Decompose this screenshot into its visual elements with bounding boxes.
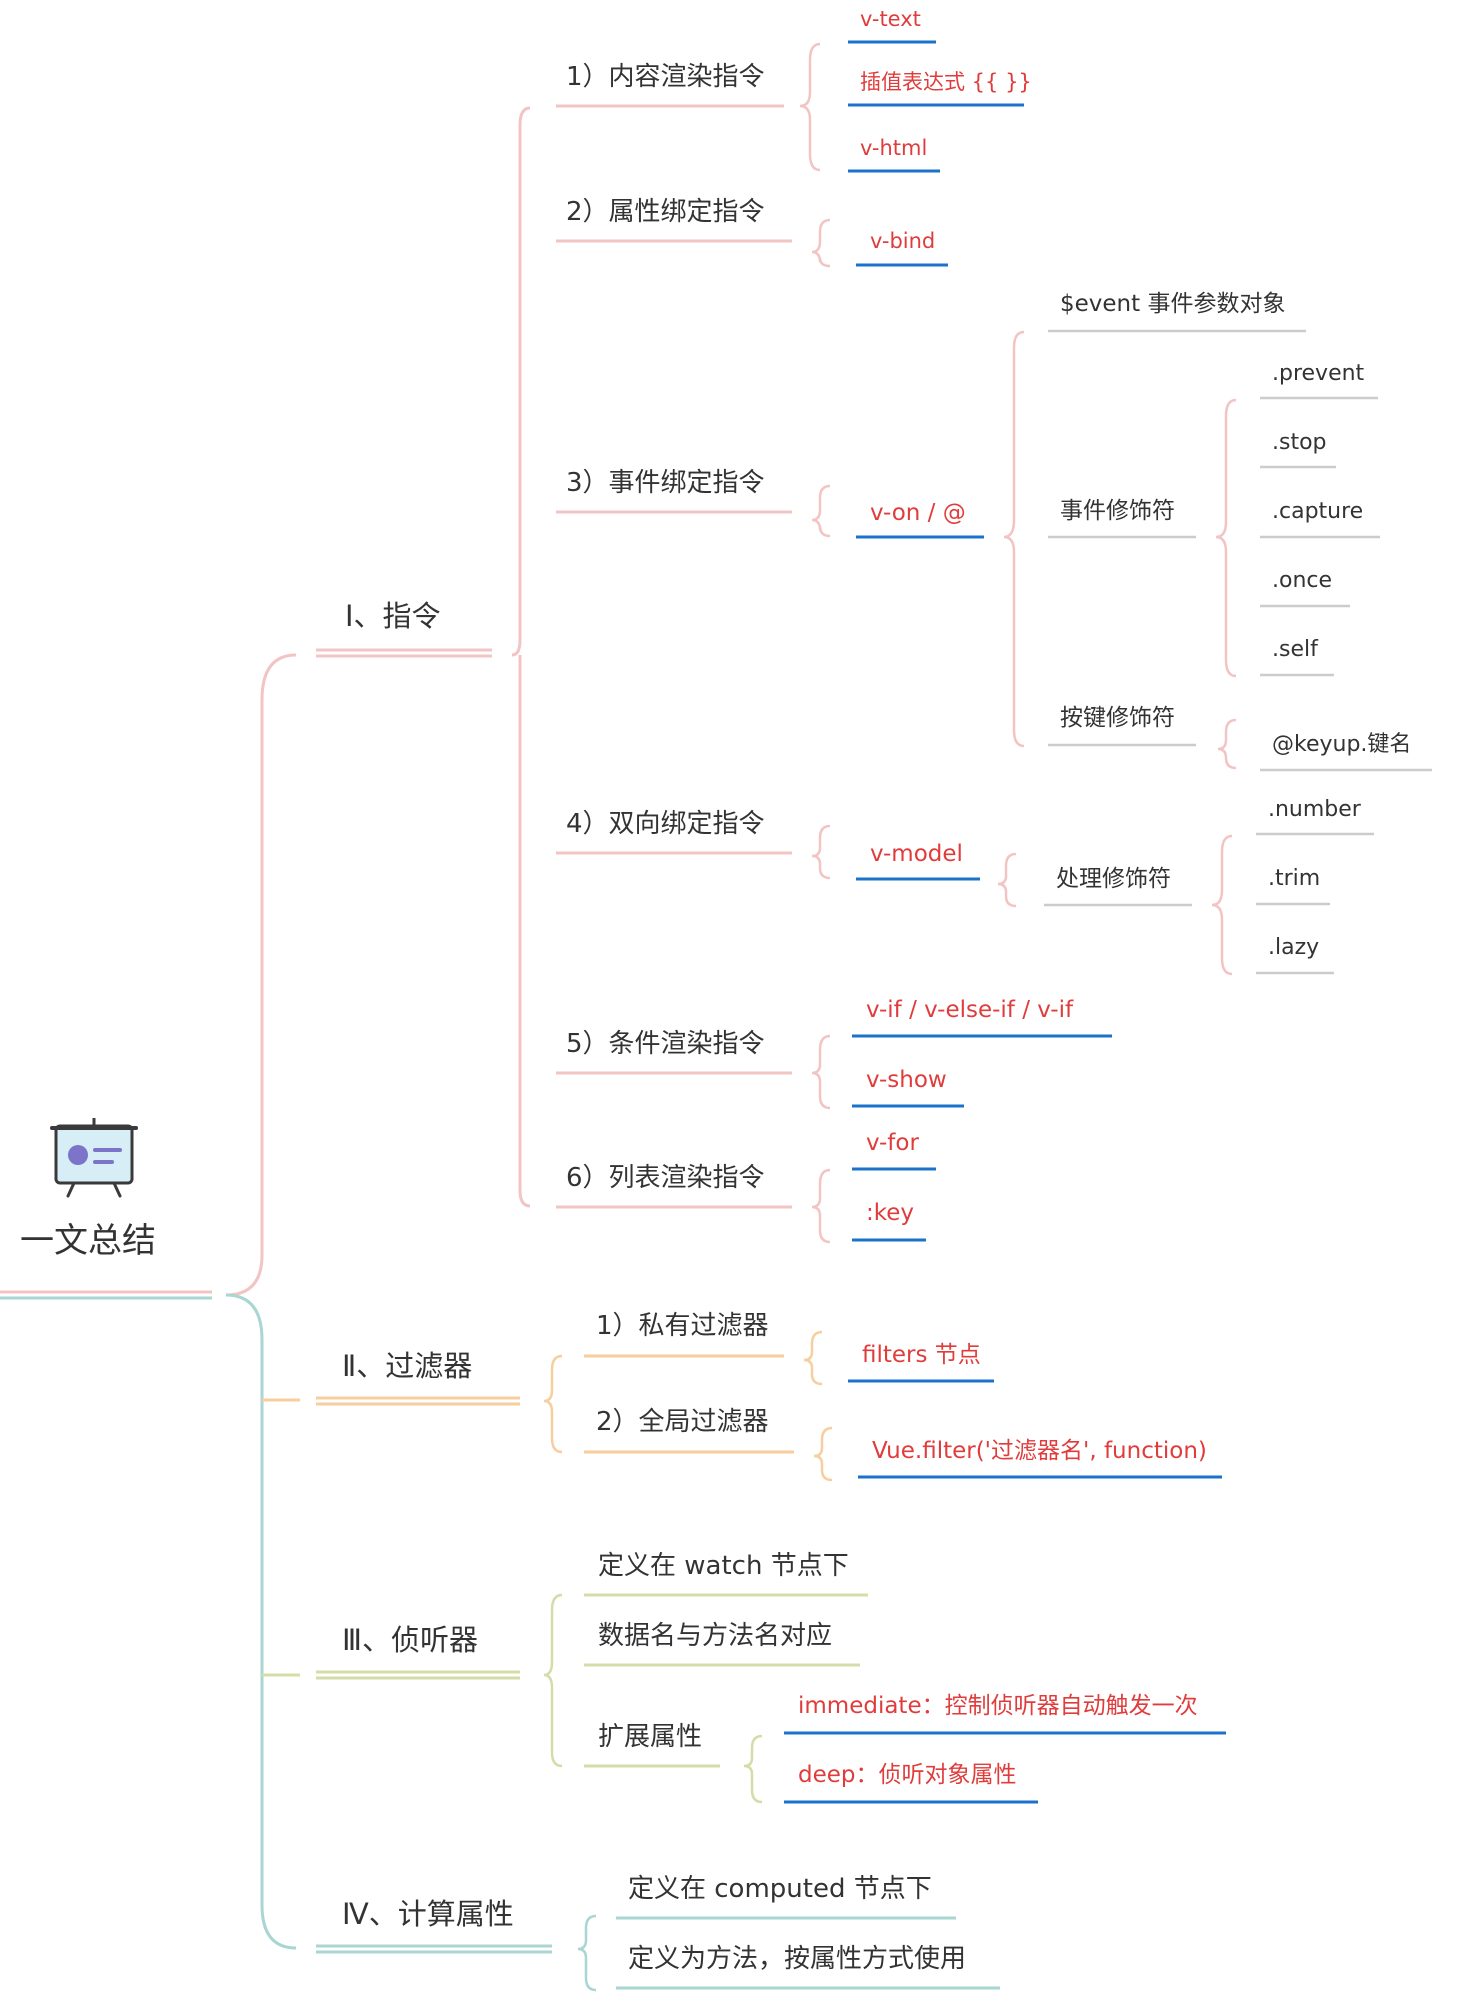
leaf-filters-node: filters 节点: [862, 1342, 981, 1368]
two-way-bind-directive: 4）双向绑定指令: [566, 809, 765, 839]
watch-define-node: 定义在 watch 节点下: [598, 1551, 849, 1581]
branch-directives: Ⅰ、指令 1）内容渲染指令 v-text 插值表达式 {{ }} v-html …: [316, 7, 1432, 1244]
modifier-self: .self: [1272, 637, 1319, 662]
conditional-render-directive: 5）条件渲染指令: [566, 1029, 765, 1059]
watch-name-map-node: 数据名与方法名对应: [598, 1621, 832, 1651]
leaf-v-if: v-if / v-else-if / v-if: [866, 997, 1074, 1023]
leaf-v-for: v-for: [866, 1130, 919, 1156]
branch1-title: Ⅰ、指令: [345, 599, 441, 633]
leaf-vue-filter: Vue.filter('过滤器名', function): [872, 1438, 1207, 1464]
leaf-v-bind: v-bind: [870, 229, 935, 253]
branch-watchers: Ⅲ、侦听器 定义在 watch 节点下 数据名与方法名对应 扩展属性 immed…: [262, 1551, 1226, 1804]
watch-extend-node: 扩展属性: [598, 1722, 702, 1752]
leaf-v-on: v-on / @: [870, 500, 966, 526]
modifier-lazy: .lazy: [1268, 935, 1319, 960]
branch3-title: Ⅲ、侦听器: [342, 1623, 478, 1657]
presentation-board-icon: [50, 1118, 138, 1198]
branch1-connector: [225, 653, 297, 1297]
leaf-v-text: v-text: [860, 7, 921, 31]
modifier-number: .number: [1268, 797, 1362, 822]
event-bind-directive: 3）事件绑定指令: [566, 468, 765, 498]
event-object-node: $event 事件参数对象: [1060, 291, 1285, 317]
branch-computed: Ⅳ、计算属性 定义在 computed 节点下 定义为方法，按属性方式使用: [316, 1874, 1000, 1992]
modifier-capture: .capture: [1272, 499, 1363, 524]
branch4-connector: [225, 1293, 297, 1950]
modifier-prevent: .prevent: [1272, 361, 1365, 386]
key-modifiers-node: 按键修饰符: [1060, 705, 1175, 731]
leaf-v-show: v-show: [866, 1067, 947, 1093]
list-render-directive: 6）列表渲染指令: [566, 1163, 765, 1193]
leaf-immediate: immediate：控制侦听器自动触发一次: [798, 1693, 1198, 1719]
modifier-stop: .stop: [1272, 430, 1327, 455]
attr-bind-directive: 2）属性绑定指令: [566, 197, 765, 227]
branch-filters: Ⅱ、过滤器 1）私有过滤器 filters 节点 2）全局过滤器 Vue.fil…: [262, 1311, 1222, 1482]
branch4-title: Ⅳ、计算属性: [342, 1897, 514, 1931]
modifier-keyup: @keyup.键名: [1272, 732, 1411, 757]
event-modifiers-node: 事件修饰符: [1060, 498, 1175, 524]
global-filter-node: 2）全局过滤器: [596, 1407, 769, 1437]
leaf-key: :key: [866, 1200, 914, 1226]
root-icon: [50, 1118, 138, 1198]
modifier-trim: .trim: [1268, 866, 1320, 891]
leaf-v-html: v-html: [860, 136, 927, 160]
leaf-deep: deep：侦听对象属性: [798, 1762, 1017, 1788]
computed-usage-node: 定义为方法，按属性方式使用: [628, 1944, 966, 1974]
computed-define-node: 定义在 computed 节点下: [628, 1874, 932, 1904]
leaf-interpolation: 插值表达式 {{ }}: [860, 70, 1032, 94]
branch2-title: Ⅱ、过滤器: [342, 1349, 472, 1383]
handle-modifiers-node: 处理修饰符: [1056, 866, 1171, 892]
root-title: 一文总结: [20, 1221, 156, 1261]
modifier-once: .once: [1272, 568, 1332, 593]
leaf-v-model: v-model: [870, 841, 963, 867]
private-filter-node: 1）私有过滤器: [596, 1311, 769, 1341]
content-render-directive: 1）内容渲染指令: [566, 62, 765, 92]
